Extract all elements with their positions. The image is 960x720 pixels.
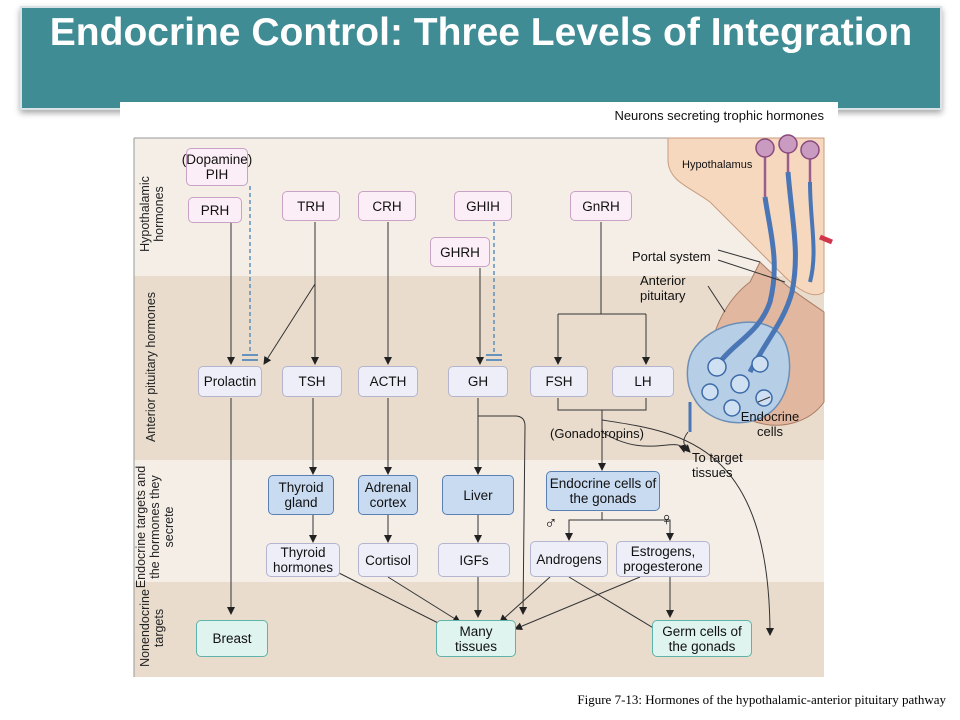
hormone-estrogens-progesterone: Estrogens, progesterone xyxy=(616,541,710,577)
hormone-lh: LH xyxy=(612,366,674,397)
hormone-thyroid-hormones: Thyroid hormones xyxy=(266,543,340,577)
target-adrenal-cortex: Adrenal cortex xyxy=(358,475,418,515)
male-symbol: ♂ xyxy=(544,513,558,533)
hormone-pih: (Dopamine) PIH xyxy=(182,148,252,186)
target-germ-cells: Germ cells of the gonads xyxy=(652,620,752,657)
hormone-androgens: Androgens xyxy=(530,541,608,577)
target-breast: Breast xyxy=(196,620,268,657)
hormone-prh: PRH xyxy=(188,197,242,223)
target-many-tissues: Many tissues xyxy=(436,620,516,657)
hormone-gh: GH xyxy=(448,366,508,397)
label-leaders xyxy=(682,249,786,453)
label-to-target-tissues: To target tissues xyxy=(692,450,743,480)
target-thyroid-gland: Thyroid gland xyxy=(268,475,334,515)
label-endocrine-cells: Endocrine cells xyxy=(740,409,800,439)
hormone-gnrh: GnRH xyxy=(570,191,632,221)
label-neurons: Neurons secreting trophic hormones xyxy=(614,108,824,123)
target-gonad-endocrine-cells: Endocrine cells of the gonads xyxy=(546,471,660,511)
hormone-prolactin: Prolactin xyxy=(198,366,262,397)
hormone-cortisol: Cortisol xyxy=(358,543,418,577)
pituitary-illustration xyxy=(667,134,833,432)
hormone-tsh: TSH xyxy=(282,366,342,397)
gonadotropins-label: (Gonadotropins) xyxy=(550,426,644,441)
label-anterior-pituitary: Anterior pituitary xyxy=(640,273,686,303)
pituitary-pathway-diagram: Hypothalamic hormones Anterior pituitary… xyxy=(120,102,838,686)
hormone-ghrh: GHRH xyxy=(430,237,490,267)
hormone-fsh: FSH xyxy=(530,366,588,397)
female-symbol: ♀ xyxy=(660,509,674,529)
row-label-nonendocrine: Nonendocrine targets xyxy=(138,589,166,667)
row-label-pituitary: Anterior pituitary hormones xyxy=(144,291,158,443)
row-label-endocrine: Endocrine targets and the hormones they … xyxy=(134,465,176,589)
hormone-acth: ACTH xyxy=(358,366,418,397)
label-portal-system: Portal system xyxy=(632,249,711,264)
row-label-hypothalamic: Hypothalamic hormones xyxy=(138,176,166,252)
connector-lines xyxy=(227,222,774,636)
title-banner xyxy=(20,6,942,110)
hormone-ghih: GHIH xyxy=(454,191,512,221)
label-hypothalamus: Hypothalamus xyxy=(682,159,753,171)
inhibition-bars xyxy=(242,354,502,361)
hormone-trh: TRH xyxy=(282,191,340,221)
slide-title: Endocrine Control: Three Levels of Integ… xyxy=(49,11,913,54)
figure-caption: Figure 7-13: Hormones of the hypothalami… xyxy=(577,692,946,707)
target-liver: Liver xyxy=(442,475,514,515)
hormone-igfs: IGFs xyxy=(438,543,510,577)
hormone-crh: CRH xyxy=(358,191,416,221)
inhibitory-lines xyxy=(249,186,495,354)
